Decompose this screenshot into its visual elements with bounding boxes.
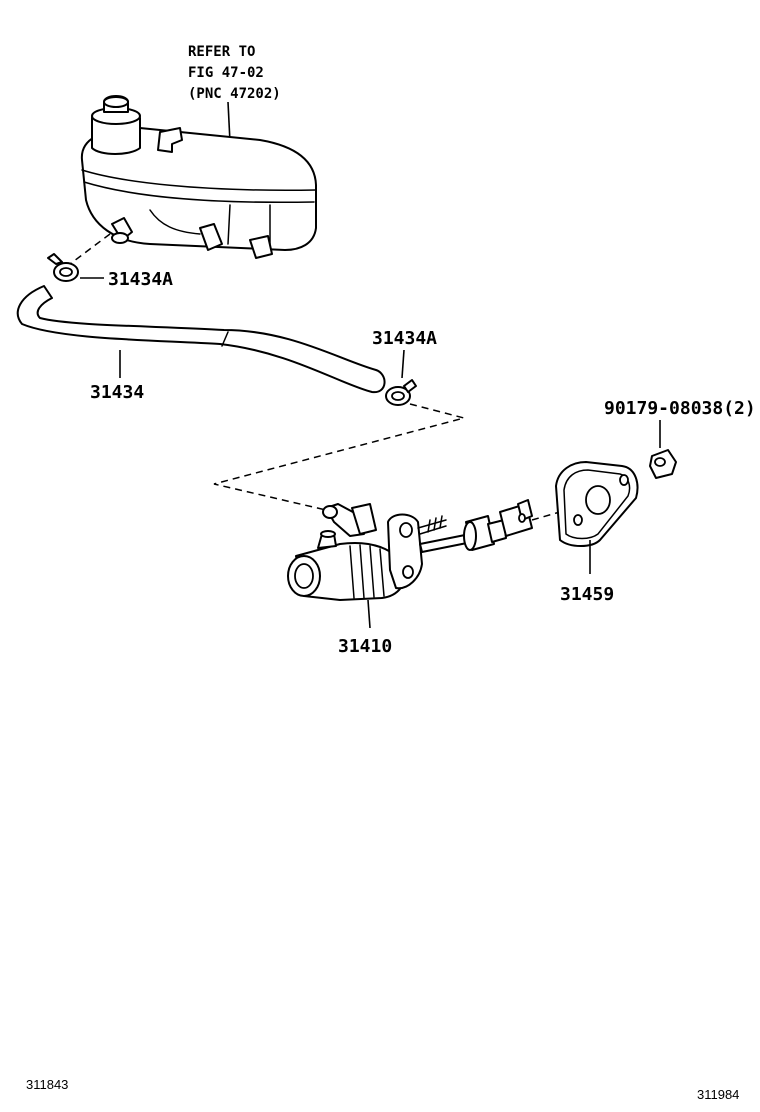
nut-label: 90179-08038(2) bbox=[604, 398, 756, 419]
footer-left-code: 311843 bbox=[26, 1077, 68, 1092]
upper-clamp-label: 31434A bbox=[108, 269, 173, 290]
reference-leader bbox=[227, 101, 231, 143]
reference-note-line3: (PNC 47202) bbox=[188, 86, 281, 102]
lower-dash-line bbox=[213, 403, 467, 511]
lower-hose-clamp bbox=[385, 379, 417, 406]
reference-note: REFER TO FIG 47-02 (PNC 47202) bbox=[188, 44, 281, 102]
reservoir-tank bbox=[80, 95, 317, 259]
footer-right-code: 311984 bbox=[697, 1087, 739, 1102]
master-cylinder-leader bbox=[367, 599, 371, 629]
upper-hose-clamp bbox=[47, 253, 79, 282]
mounting-nut bbox=[649, 449, 677, 479]
gasket-label: 31459 bbox=[560, 584, 614, 605]
clevis-assembly bbox=[463, 499, 533, 551]
reference-note-line1: REFER TO bbox=[188, 44, 255, 60]
upper-dash-line bbox=[69, 233, 111, 265]
clevis-dash-line bbox=[531, 511, 561, 521]
master-cylinder-label: 31410 bbox=[338, 636, 392, 657]
reference-note-line2: FIG 47-02 bbox=[188, 65, 264, 81]
hose-label: 31434 bbox=[90, 382, 144, 403]
lower-clamp-label: 31434A bbox=[372, 328, 437, 349]
gasket bbox=[555, 461, 639, 547]
master-cylinder bbox=[287, 503, 473, 601]
reservoir-hose bbox=[16, 285, 386, 394]
lower-clamp-leader bbox=[401, 349, 405, 379]
